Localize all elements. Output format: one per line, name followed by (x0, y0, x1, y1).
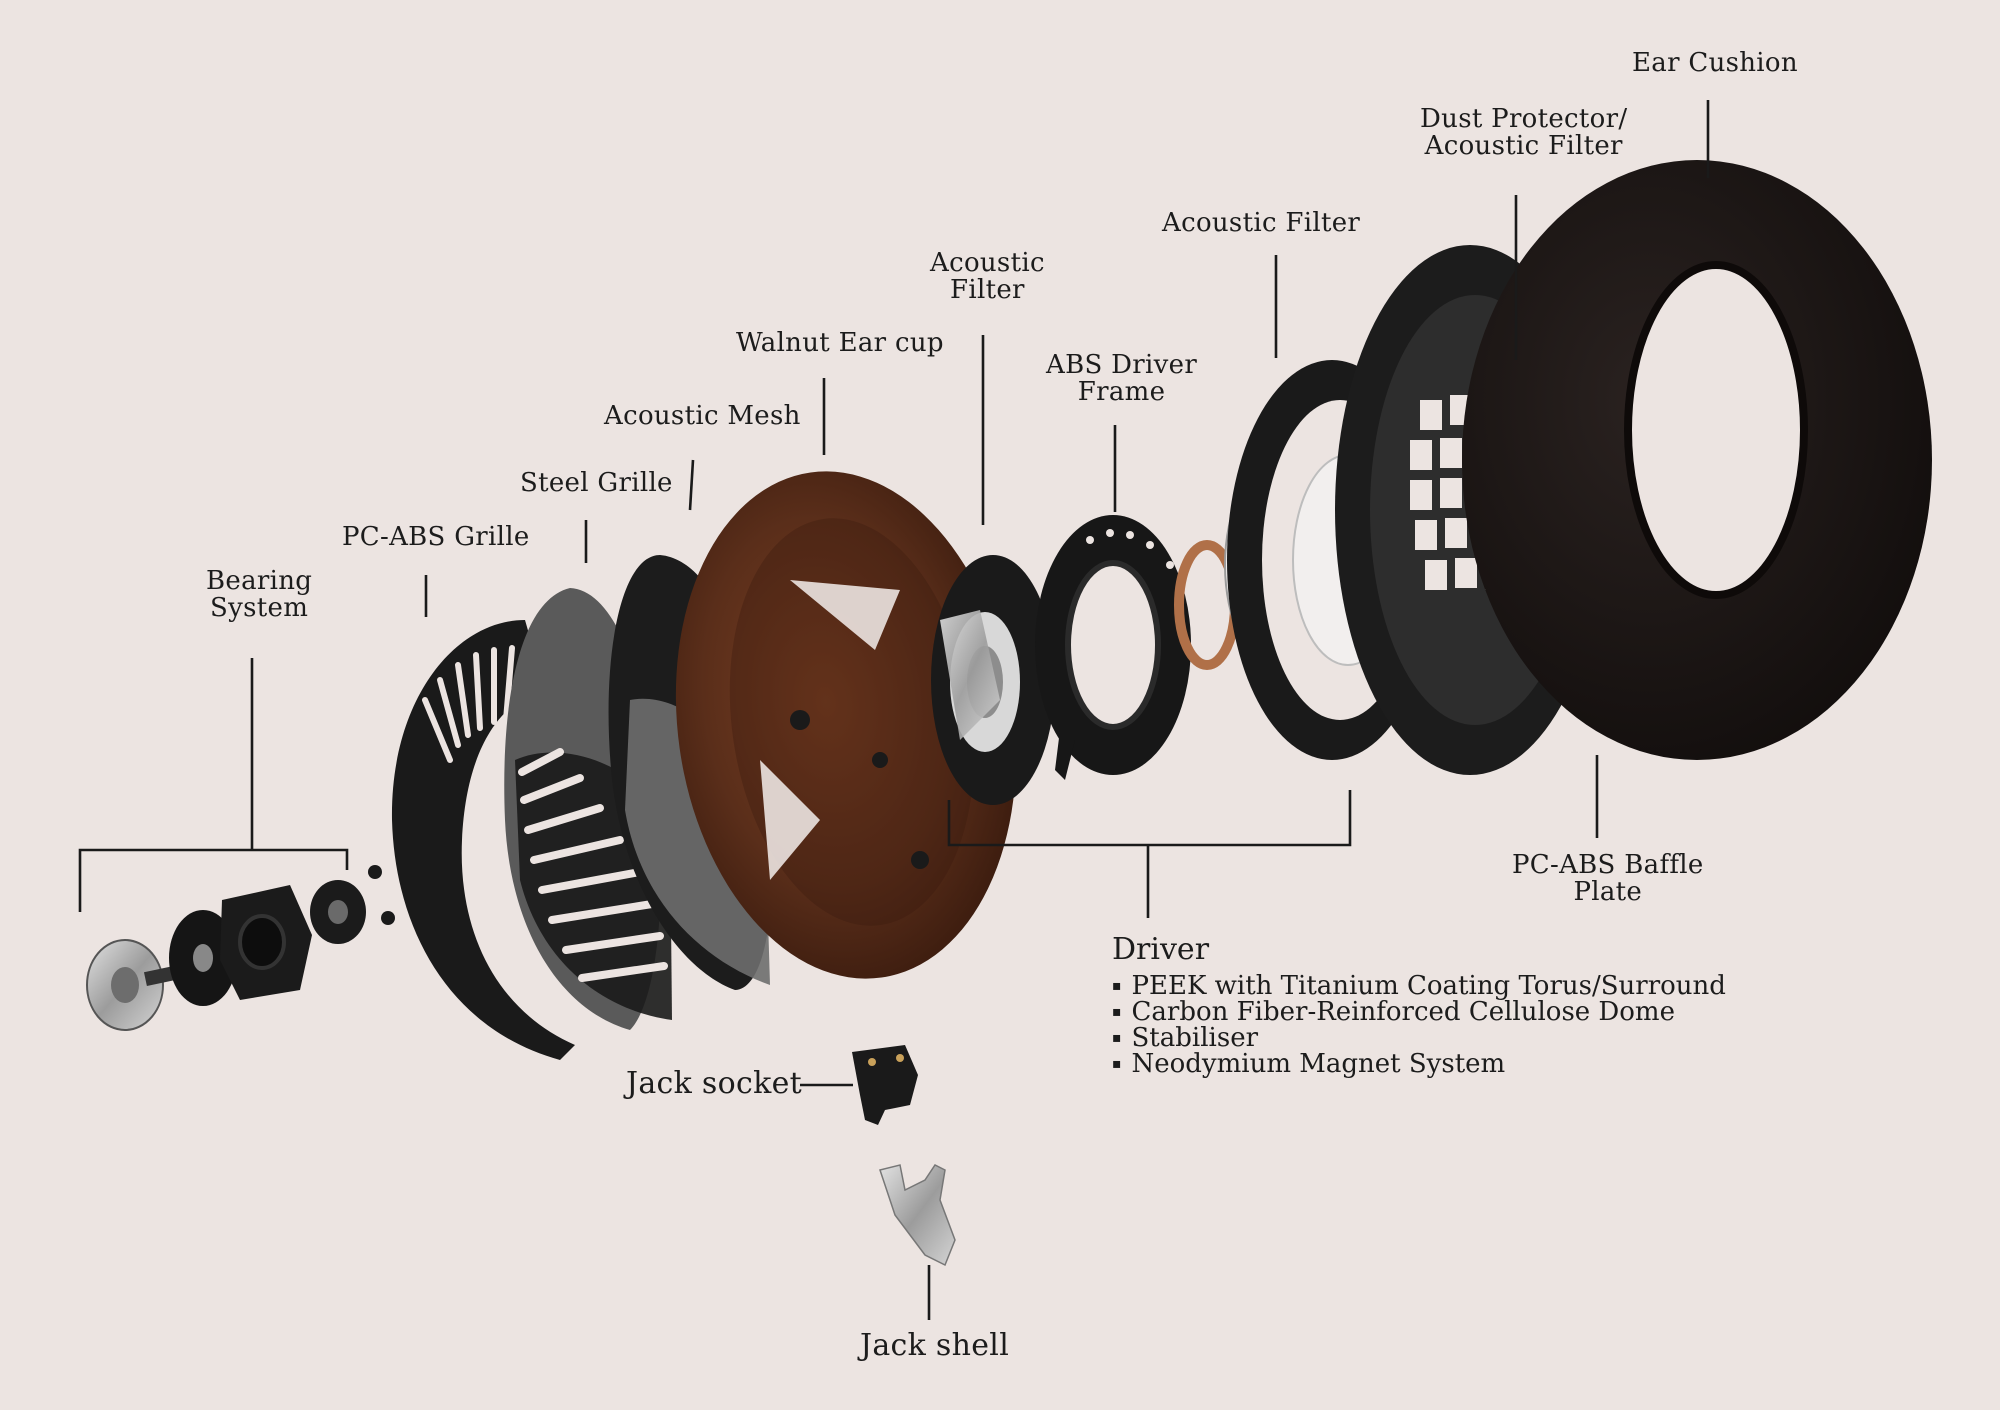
pc-abs-grille (391, 620, 575, 1060)
label-pc-abs-baffle-line2: Plate (1573, 877, 1643, 907)
label-dust-protector-line2: Acoustic Filter (1424, 131, 1623, 161)
driver-housing (931, 555, 1055, 805)
driver-feature-item: Stabiliser (1112, 1025, 1726, 1051)
label-abs-driver-frame: ABS Driver Frame (1046, 352, 1197, 406)
abs-driver-frame (1035, 515, 1191, 780)
driver-feature-list: PEEK with Titanium Coating Torus/Surroun… (1112, 973, 1726, 1077)
label-walnut-ear-cup: Walnut Ear cup (736, 328, 944, 358)
bearing-system (86, 880, 366, 1031)
label-acoustic-filter-left-line2: Filter (950, 275, 1025, 305)
label-pc-abs-baffle-line1: PC-ABS Baffle (1512, 850, 1704, 880)
ear-cushion (1462, 160, 1932, 760)
label-dust-protector: Dust Protector/ Acoustic Filter (1420, 106, 1627, 160)
label-acoustic-filter-left: Acoustic Filter (930, 250, 1045, 304)
jack-socket-part (852, 1045, 918, 1125)
driver-feature-item: PEEK with Titanium Coating Torus/Surroun… (1112, 973, 1726, 999)
label-abs-driver-frame-line2: Frame (1077, 377, 1166, 407)
walnut-ear-cup (675, 471, 1017, 979)
label-ear-cushion: Ear Cushion (1632, 48, 1798, 78)
label-pc-abs-baffle-plate: PC-ABS Baffle Plate (1512, 852, 1704, 906)
driver-feature-item: Carbon Fiber-Reinforced Cellulose Dome (1112, 999, 1726, 1025)
label-abs-driver-frame-line1: ABS Driver (1046, 350, 1198, 380)
jack-shell-part (879, 1164, 956, 1267)
label-jack-socket: Jack socket (626, 1066, 802, 1101)
driver-feature-item: Neodymium Magnet System (1112, 1051, 1726, 1077)
label-bearing-system: Bearing System (206, 568, 312, 622)
label-bearing-system-line1: Bearing (206, 566, 313, 596)
label-steel-grille: Steel Grille (520, 468, 673, 498)
label-acoustic-filter-right: Acoustic Filter (1162, 208, 1361, 238)
driver-title: Driver (1112, 932, 1210, 967)
label-bearing-system-line2: System (210, 593, 309, 623)
label-jack-shell: Jack shell (860, 1328, 1010, 1363)
label-acoustic-mesh: Acoustic Mesh (604, 401, 801, 431)
label-dust-protector-line1: Dust Protector/ (1420, 104, 1628, 134)
leader-lines (78, 100, 1710, 1320)
driver-description: Driver PEEK with Titanium Coating Torus/… (1112, 932, 1726, 1077)
label-acoustic-filter-left-line1: Acoustic (930, 248, 1045, 278)
label-pc-abs-grille: PC-ABS Grille (342, 522, 530, 552)
